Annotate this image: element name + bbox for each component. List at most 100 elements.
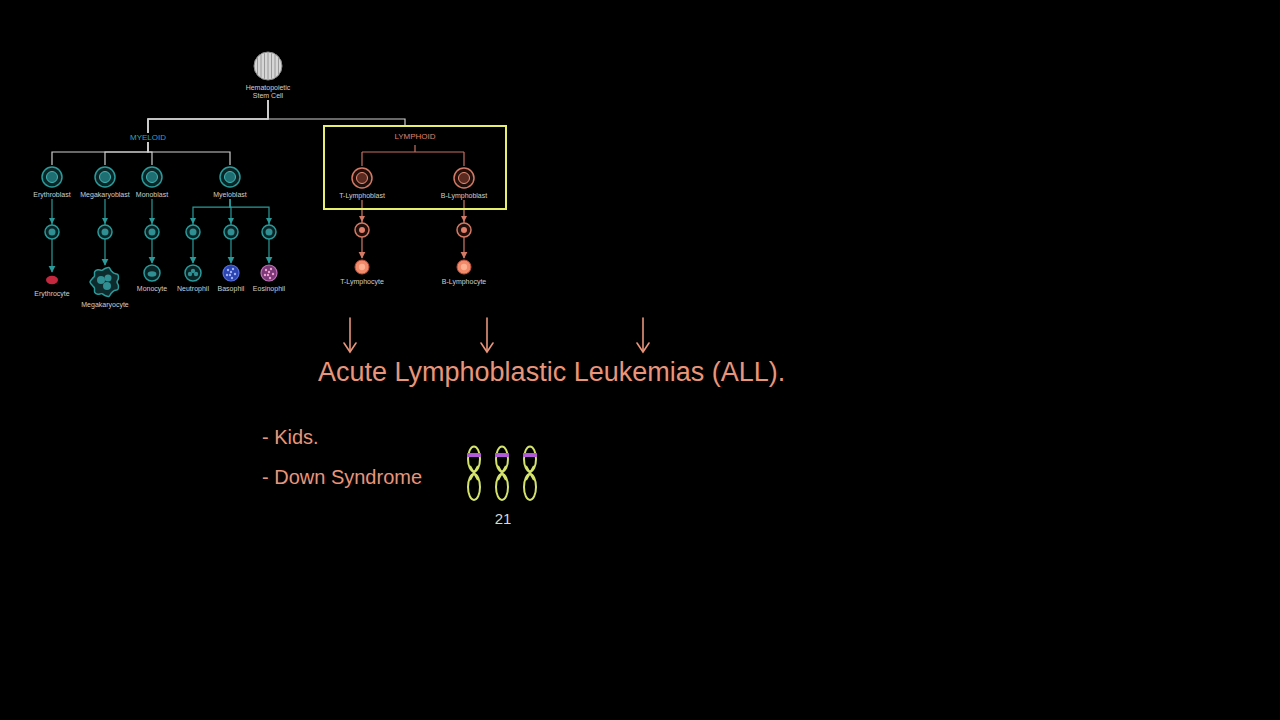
cell-label: Megakaryocyte	[81, 301, 128, 309]
cell-part	[278, 58, 279, 75]
cell-part	[225, 172, 236, 183]
blast-cell: Myeloblast	[213, 165, 246, 199]
blast-cell: Megakaryoblast	[80, 165, 129, 199]
intermediate-cell	[262, 225, 276, 239]
cell-label: B-Lymphoblast	[441, 192, 487, 200]
pointer-arrow	[637, 343, 649, 352]
pointer-arrow	[344, 343, 356, 352]
cell-part	[268, 53, 269, 79]
cell-part	[46, 172, 57, 183]
cell-label: Neutrophil	[177, 285, 209, 293]
cell-picture	[183, 263, 203, 283]
cell-part	[103, 282, 111, 290]
cell-label: Eosinophil	[253, 285, 285, 293]
chromosome	[523, 453, 537, 457]
cell-picture	[140, 165, 164, 189]
mature-cell: Megakaryocyte	[81, 265, 128, 309]
box-heading: LYMPHOID	[325, 132, 505, 141]
arrow-head	[102, 218, 108, 224]
stem-cell: Hematopoietic Stem Cell	[238, 50, 298, 100]
cell-part	[231, 277, 233, 279]
cell-part	[357, 173, 368, 184]
cell-part	[257, 58, 258, 75]
cell-part	[272, 273, 274, 275]
chromosome	[468, 474, 480, 500]
cell-label: Megakaryoblast	[80, 191, 129, 199]
lymphoid-bracket	[361, 152, 362, 166]
cell-label: Monoblast	[136, 191, 168, 199]
cell-part	[148, 271, 157, 277]
cell-part	[230, 271, 232, 273]
lymphoid-bracket	[463, 152, 464, 166]
cell-part	[459, 173, 470, 184]
cell-part	[268, 271, 270, 273]
cell-part	[352, 168, 372, 188]
intermediate-cell	[461, 227, 467, 233]
cell-part	[261, 265, 277, 281]
intermediate-cell	[49, 229, 56, 236]
lineage-connector	[268, 100, 405, 125]
cell-label: T-Lymphoblast	[339, 192, 385, 200]
blast-cell: B-Lymphoblast	[441, 166, 487, 200]
cell-part	[461, 264, 467, 270]
note-line: - Down Syndrome	[262, 466, 422, 489]
cell-part	[185, 265, 201, 281]
intermediate-cell	[98, 225, 112, 239]
cell-picture	[93, 165, 117, 189]
intermediate-cell	[145, 225, 159, 239]
lineage-box: LYMPHOID T-Lymphoblast B-Lymphoblast	[323, 125, 507, 210]
cell-picture	[353, 258, 371, 276]
cell-part	[267, 274, 269, 276]
cell-part	[234, 273, 236, 275]
mature-cell: B-Lymphocyte	[442, 258, 486, 286]
cell-part	[95, 167, 115, 187]
pointer-arrow	[486, 318, 488, 351]
cell-part	[223, 265, 239, 281]
cell-picture	[218, 165, 242, 189]
intermediate-cell	[149, 229, 156, 236]
cell-picture	[259, 263, 279, 283]
blast-cell: Monoblast	[136, 165, 168, 199]
mature-cell: Erythrocyte	[34, 272, 69, 298]
cell-part	[269, 277, 271, 279]
mature-cell: Monocyte	[137, 263, 167, 293]
cell-part	[229, 274, 231, 276]
cell-label: B-Lymphocyte	[442, 278, 486, 286]
cell-part	[264, 53, 265, 78]
intermediate-cell	[45, 225, 59, 239]
cell-picture	[88, 265, 122, 299]
cell-part	[359, 264, 365, 270]
cell-part	[261, 55, 262, 77]
lineage-connector	[52, 100, 268, 165]
mature-cell: Neutrophil	[177, 263, 209, 293]
lymphoid-bracket	[362, 145, 464, 166]
cell-label: T-Lymphocyte	[340, 278, 384, 286]
intermediate-cell	[186, 225, 200, 239]
pointer-arrow	[481, 343, 493, 352]
mature-cell: Eosinophil	[253, 263, 285, 293]
intermediate-cell	[457, 223, 471, 237]
mature-cell: T-Lymphocyte	[340, 258, 384, 286]
cell-part	[254, 52, 282, 80]
chromosome-number: 21	[495, 510, 512, 527]
cell-part	[457, 260, 471, 274]
note-line: - Kids.	[262, 426, 319, 449]
cell-part	[264, 274, 266, 276]
lymphoid-bracket	[414, 145, 415, 152]
lymphoid-bracket	[362, 151, 464, 152]
pointer-arrow	[642, 318, 644, 351]
chromosome	[467, 447, 537, 501]
cell-part	[146, 172, 157, 183]
chromosome	[524, 447, 536, 472]
arrow-head	[266, 218, 272, 224]
cell-part	[90, 267, 118, 296]
cell-part	[227, 269, 229, 271]
arrow-head	[228, 218, 234, 224]
cell-picture	[221, 263, 241, 283]
cell-part	[144, 265, 160, 281]
chromosome	[498, 466, 506, 480]
mature-cell: Basophil	[218, 263, 245, 293]
chromosome	[467, 453, 481, 457]
